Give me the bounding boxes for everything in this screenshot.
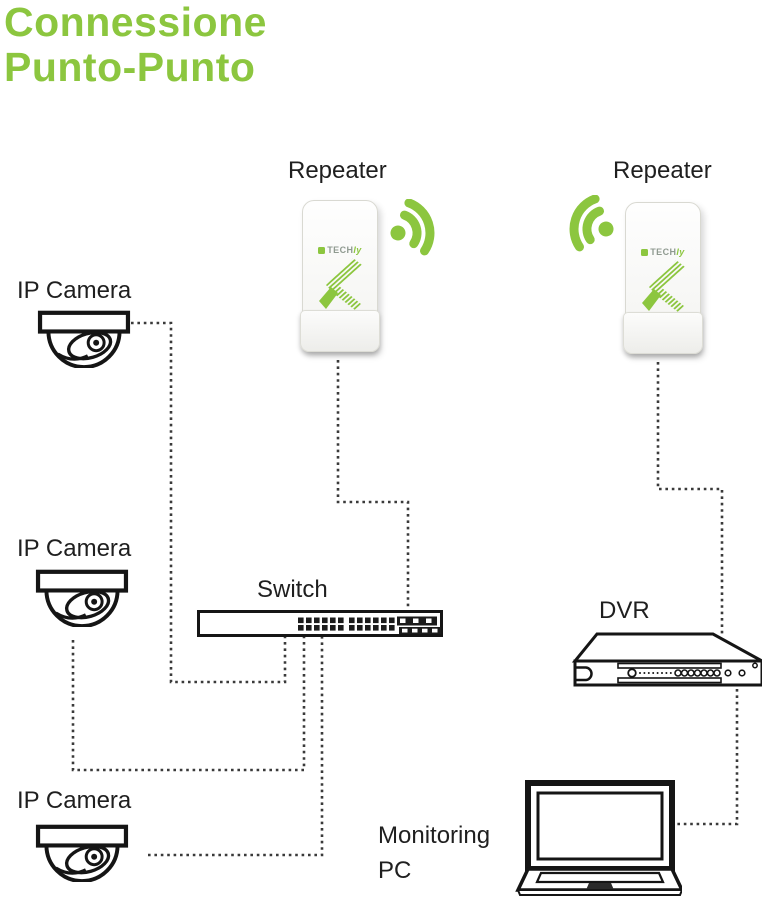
repeater-right-label: Repeater xyxy=(613,157,712,184)
repeater-right-base-cap xyxy=(623,312,703,354)
dome-camera-icon xyxy=(35,824,129,882)
wire-ip_camera_2-to-switch xyxy=(71,636,306,772)
techly-logo: TECHly xyxy=(303,245,377,255)
wire-repeater_right-to-dvr xyxy=(656,362,724,634)
page-title-line2: Punto-Punto xyxy=(4,44,256,90)
techly-k-logo-icon xyxy=(319,258,362,310)
ip-camera-3-label: IP Camera xyxy=(17,787,132,814)
repeater-right-device: TECHly xyxy=(623,202,703,354)
network-switch-icon xyxy=(197,610,443,637)
wire-dvr-to-monitoring_pc xyxy=(673,689,739,826)
dome-camera-icon xyxy=(37,310,131,368)
wire-repeater_left-to-switch xyxy=(336,360,410,610)
techly-logo-square-icon xyxy=(641,249,649,257)
repeater-left-device: TECHly xyxy=(300,200,380,352)
wifi-signal-left-icon xyxy=(569,195,614,252)
switch-label: Switch xyxy=(257,576,328,603)
laptop-icon xyxy=(515,780,682,896)
ip-camera-2-label: IP Camera xyxy=(17,535,132,562)
dvr-label: DVR xyxy=(599,597,650,624)
dome-camera-icon xyxy=(35,569,129,627)
ip-camera-1-label: IP Camera xyxy=(17,277,132,304)
techly-logo: TECHly xyxy=(626,247,700,257)
repeater-left-label: Repeater xyxy=(288,157,387,184)
wire-ip_camera_3-to-switch xyxy=(148,636,324,857)
monitoring-pc-label-line1: Monitoring xyxy=(378,822,491,849)
monitoring-pc-label: Monitoring PC xyxy=(378,818,490,888)
dvr-icon xyxy=(571,632,762,687)
monitoring-pc-label-line2: PC xyxy=(378,857,412,884)
wifi-signal-right-icon xyxy=(390,199,435,256)
page-title-line1: Connessione xyxy=(4,0,267,45)
techly-k-logo-icon xyxy=(642,260,685,312)
techly-logo-square-icon xyxy=(318,247,326,255)
repeater-left-base-cap xyxy=(300,310,380,352)
page-title: Connessione Punto-Punto xyxy=(4,0,267,90)
